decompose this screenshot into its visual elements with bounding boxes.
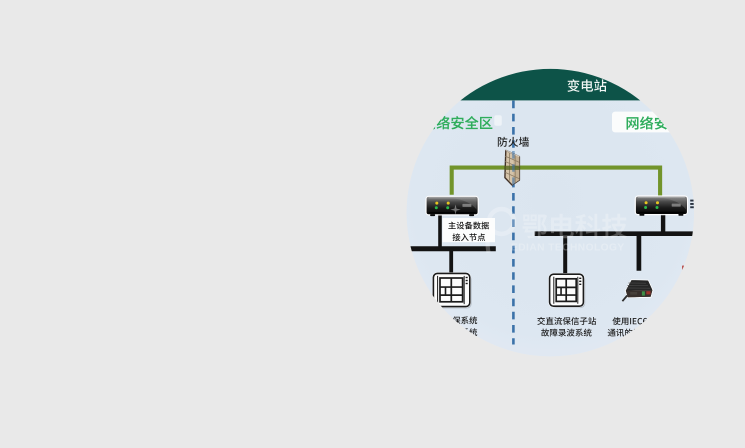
svg-text:EDIAN TECHNOLOGY: EDIAN TECHNOLOGY	[511, 243, 625, 254]
